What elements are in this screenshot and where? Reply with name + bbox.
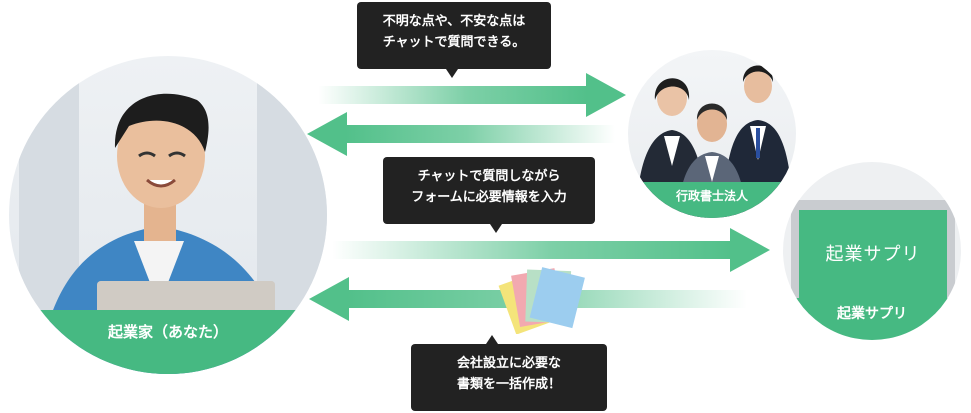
laptop-screen: 起業サプリ <box>791 200 955 306</box>
bubble-chat-consult-tail <box>446 69 458 78</box>
arrow-user-to-app <box>332 228 770 272</box>
bubble-documents-line-1: 会社設立に必要な <box>456 356 561 371</box>
bubble-chat-form-line-1: チャットで質問しながら <box>417 169 561 184</box>
bubble-chat-consult-line-2: チャットで質問できる。 <box>382 35 526 50</box>
bubble-chat-form-line-2: フォームに必要情報を入力 <box>411 190 567 205</box>
arrow-firm-to-user <box>307 112 615 156</box>
arrow-user-to-firm <box>318 73 626 117</box>
bubble-chat-form-tail <box>490 224 502 233</box>
laptop: 起業サプリ <box>785 200 961 314</box>
bubble-documents-tail <box>486 335 498 344</box>
firm-node: 行政書士法人 <box>628 50 796 218</box>
bubble-documents: 会社設立に必要な 書類を一括作成！ <box>411 344 607 411</box>
documents-icon <box>498 267 585 334</box>
app-node: 起業サプリ 起業サプリ <box>783 162 961 340</box>
firm-label: 行政書士法人 <box>628 182 796 218</box>
user-node: 起業家（あなた） <box>9 56 327 374</box>
bubble-chat-form: チャットで質問しながら フォームに必要情報を入力 <box>383 157 595 224</box>
bubble-chat-consult: 不明な点や、不安な点は チャットで質問できる。 <box>357 2 551 69</box>
app-label: 起業サプリ <box>783 298 961 340</box>
bubble-chat-consult-line-1: 不明な点や、不安な点は <box>382 14 526 29</box>
user-label: 起業家（あなた） <box>9 310 327 374</box>
app-screen-text: 起業サプリ <box>799 210 947 300</box>
bubble-documents-line-2: 書類を一括作成！ <box>456 377 561 392</box>
